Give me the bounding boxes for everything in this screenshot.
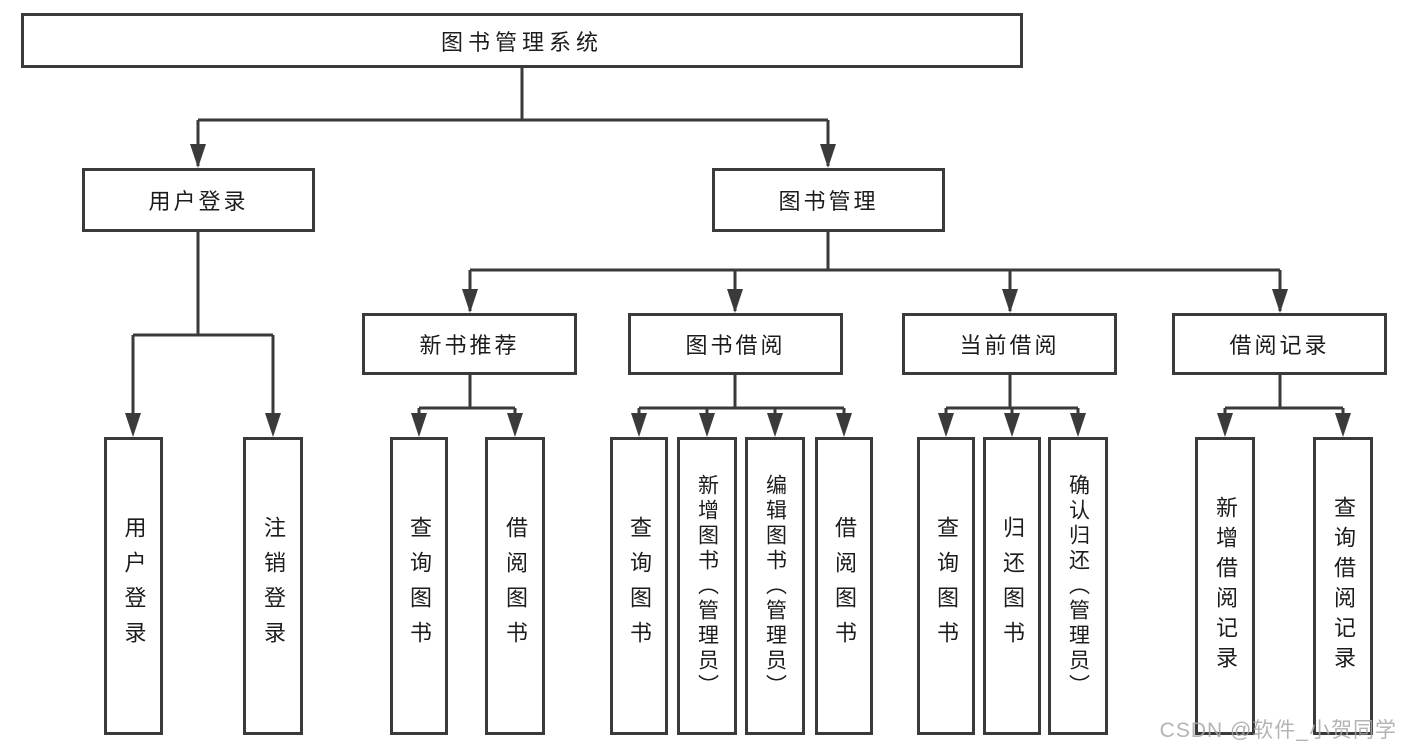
leaf-logout: 注销登录 [243,437,303,735]
leaf-newbook-query-books: 查询图书 [390,437,448,735]
node-book-borrowing: 图书借阅 [628,313,843,375]
arrow-down-icon [1217,413,1233,437]
arrow-down-icon [462,289,478,313]
leaf-borrowing-borrow-books: 借阅图书 [815,437,873,735]
arrow-down-icon [938,413,954,437]
node-book-management: 图书管理 [712,168,945,232]
leaf-current-return-books: 归还图书 [983,437,1041,735]
node-current-borrowing: 当前借阅 [902,313,1117,375]
arrow-down-icon [631,413,647,437]
arrow-down-icon [836,413,852,437]
leaf-current-query-books: 查询图书 [917,437,975,735]
leaf-records-add-record: 新增借阅记录 [1195,437,1255,735]
arrow-down-icon [265,413,281,437]
leaf-borrowing-edit-books-admin: 编辑图书（管理员） [745,437,805,735]
arrow-down-icon [1272,289,1288,313]
arrow-down-icon [1335,413,1351,437]
watermark: CSDN @软件_小贺同学 [1159,719,1397,742]
leaf-records-query-record: 查询借阅记录 [1313,437,1373,735]
arrow-down-icon [727,289,743,313]
arrow-down-icon [125,413,141,437]
arrow-down-icon [507,413,523,437]
node-new-book-recommend: 新书推荐 [362,313,577,375]
leaf-user-login: 用户登录 [104,437,163,735]
arrow-down-icon [1070,413,1086,437]
leaf-newbook-borrow-books: 借阅图书 [485,437,545,735]
node-library-system: 图书管理系统 [21,13,1023,68]
leaf-borrowing-add-books-admin: 新增图书（管理员） [677,437,737,735]
leaf-current-confirm-return-admin: 确认归还（管理员） [1048,437,1108,735]
arrow-down-icon [190,144,206,168]
node-user-login: 用户登录 [82,168,315,232]
node-borrowing-records: 借阅记录 [1172,313,1387,375]
leaf-borrowing-query-books: 查询图书 [610,437,668,735]
arrow-down-icon [820,144,836,168]
arrow-down-icon [1002,289,1018,313]
arrow-down-icon [699,413,715,437]
arrow-down-icon [411,413,427,437]
arrow-down-icon [1004,413,1020,437]
arrow-down-icon [767,413,783,437]
